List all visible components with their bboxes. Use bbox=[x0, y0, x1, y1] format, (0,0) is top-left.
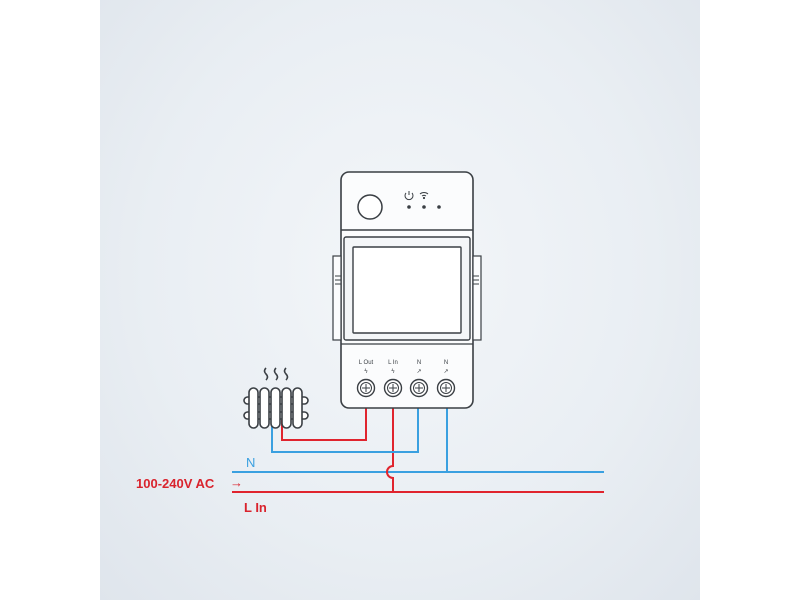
terminal-symbol-l-out: ϟ bbox=[364, 369, 368, 375]
wifi-indicator-icon bbox=[419, 192, 429, 200]
terminal-screw-n-2 bbox=[436, 378, 456, 398]
radiator-heater-icon bbox=[243, 367, 309, 429]
terminal-screw-l-in bbox=[383, 378, 403, 398]
led-indicator-3 bbox=[437, 205, 441, 209]
terminal-symbol-n-1: ↗ bbox=[416, 369, 421, 375]
led-indicator-2 bbox=[422, 205, 426, 209]
led-indicator-1 bbox=[407, 205, 411, 209]
terminal-label-n-1: N bbox=[417, 360, 421, 366]
neutral-label: N bbox=[246, 455, 255, 470]
smart-switch-device bbox=[332, 171, 482, 409]
terminal-symbol-n-2: ↗ bbox=[443, 369, 448, 375]
device-screen bbox=[352, 246, 462, 334]
terminal-symbol-l-in: ϟ bbox=[391, 369, 395, 375]
power-indicator-icon bbox=[404, 191, 414, 201]
terminal-screw-l-out bbox=[356, 378, 376, 398]
terminal-label-l-in: L In bbox=[388, 360, 398, 366]
terminal-screw-n-1 bbox=[409, 378, 429, 398]
line-in-label: L In bbox=[244, 500, 267, 515]
supply-voltage-label: 100-240V AC bbox=[136, 476, 215, 491]
power-button[interactable] bbox=[357, 194, 383, 220]
heater-neutral-wire bbox=[271, 392, 419, 453]
line-in-wire bbox=[386, 392, 394, 492]
terminal-label-l-out: L Out bbox=[359, 360, 374, 366]
terminal-label-n-2: N bbox=[444, 360, 448, 366]
supply-arrow: → bbox=[230, 475, 243, 490]
line-out-wire bbox=[281, 392, 367, 441]
